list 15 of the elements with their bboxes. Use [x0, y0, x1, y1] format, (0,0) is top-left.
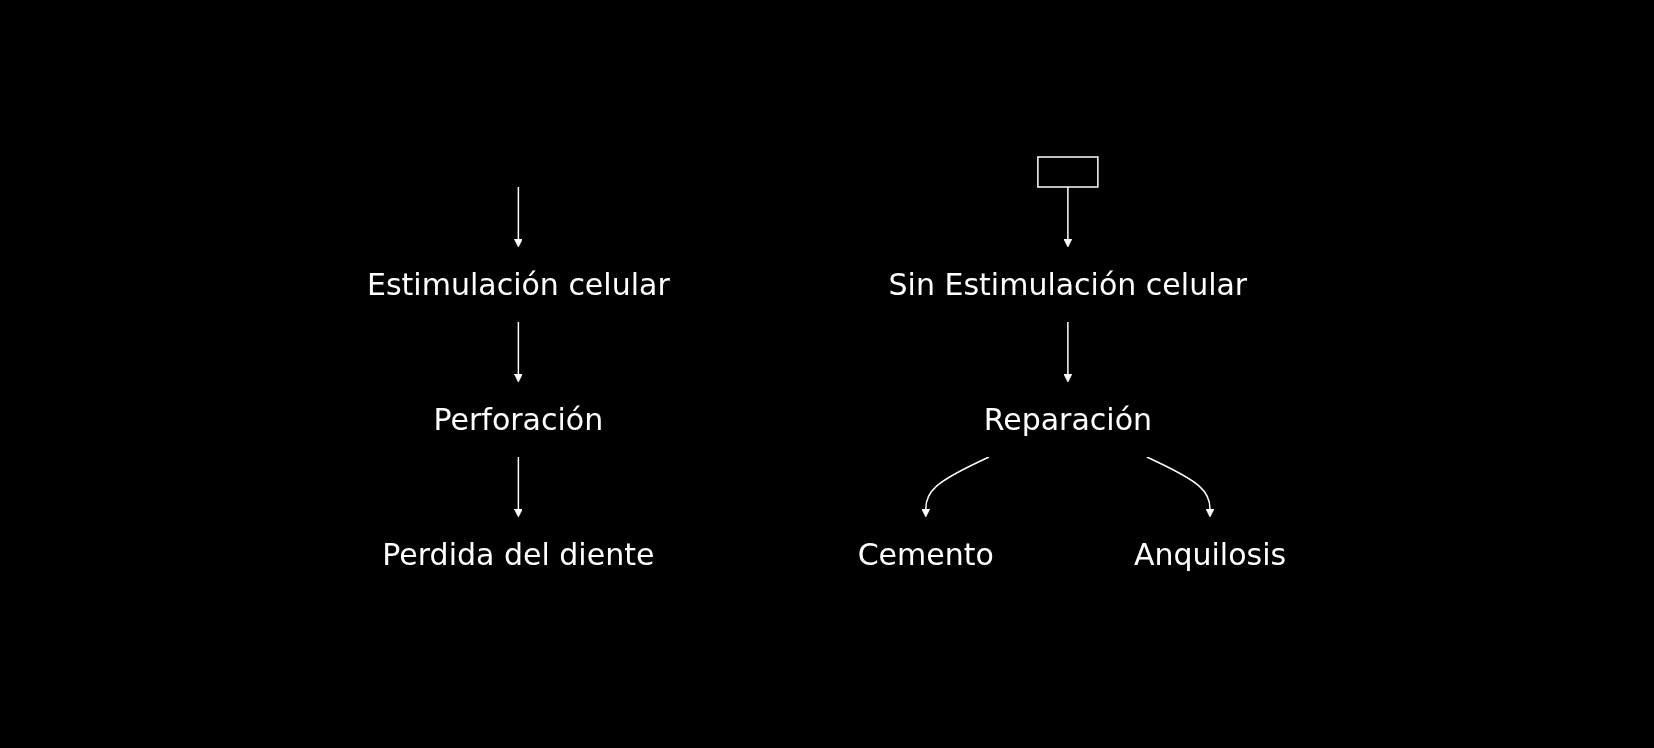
- arrow: [514, 320, 524, 382]
- node-text: Cemento: [858, 536, 995, 572]
- node-box: [1037, 155, 1100, 188]
- node-text: Perdida del diente: [382, 536, 655, 572]
- node-text: Estimulación celular: [367, 266, 671, 302]
- arrow: [1063, 185, 1073, 247]
- arrow: [1146, 455, 1215, 517]
- arrow: [514, 455, 524, 517]
- arrow: [921, 455, 991, 517]
- node-text: Perforación: [433, 401, 604, 437]
- node-text: Anquilosis: [1134, 536, 1287, 572]
- arrow: [514, 185, 524, 247]
- node-text: Reparación: [984, 401, 1153, 437]
- arrow: [1063, 320, 1073, 382]
- node-text: Sin Estimulación celular: [889, 266, 1248, 302]
